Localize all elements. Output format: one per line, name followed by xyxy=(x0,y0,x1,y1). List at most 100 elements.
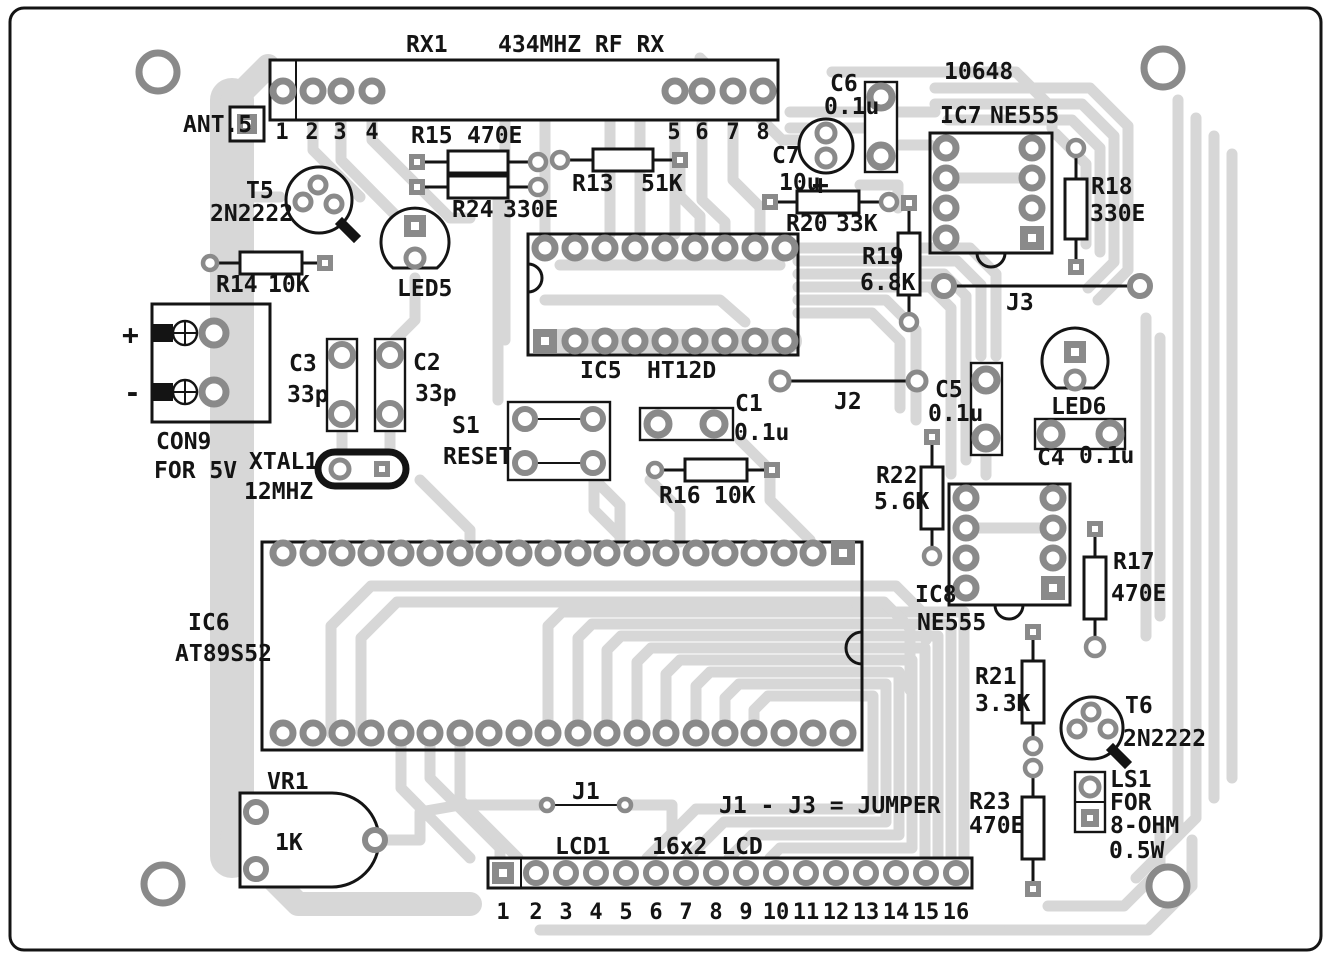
lcd1-pin-label: 15 xyxy=(913,900,940,925)
labels: RX1 434MHZ RF RX 1 2 3 4 5 6 7 8 ANT.5 R… xyxy=(122,32,1206,925)
ic5-value-label: HT12D xyxy=(647,358,716,384)
lcd1-ref-label: LCD1 xyxy=(555,834,610,860)
r14-ref-label: R14 xyxy=(216,272,258,298)
ic6-value-label: AT89S52 xyxy=(175,641,272,667)
c3-ref-label: C3 xyxy=(289,351,317,377)
antenna-pad xyxy=(228,105,266,143)
mounting-hole xyxy=(135,49,181,95)
s1-ref-label: S1 xyxy=(452,413,480,439)
lcd1-pin-label: 5 xyxy=(619,900,632,925)
r24-ref-label: R24 xyxy=(452,197,494,223)
ls1-line4-label: 0.5W xyxy=(1109,838,1165,864)
mounting-hole xyxy=(1145,863,1191,909)
resistor-r19 xyxy=(896,195,922,333)
jumper-j3 xyxy=(931,273,1153,299)
connector-con9 xyxy=(150,302,272,424)
r19-ref-label: R19 xyxy=(862,244,904,270)
lcd1-pin-label: 13 xyxy=(853,900,880,925)
lcd1-pin-label: 12 xyxy=(823,900,850,925)
switch-s1 xyxy=(506,400,612,482)
c1-ref-label: C1 xyxy=(735,391,763,417)
lcd1-pin-label: 6 xyxy=(649,900,662,925)
ic7-ref-label: IC7 xyxy=(940,103,982,129)
resistor-r18 xyxy=(1063,137,1089,275)
lcd1-pin-label: 8 xyxy=(709,900,722,925)
r15-value-label: 470E xyxy=(467,123,522,149)
r17-ref-label: R17 xyxy=(1113,549,1155,575)
lcd1-pin-label: 16 xyxy=(943,900,970,925)
t5-value-label: 2N2222 xyxy=(210,201,293,227)
c5-ref-label: C5 xyxy=(935,377,963,403)
vr1-value-label: 1K xyxy=(275,830,303,856)
resistor-r15 xyxy=(409,149,549,175)
ic5-ref-label: IC5 xyxy=(580,358,622,384)
lcd1-pin-label: 4 xyxy=(589,900,602,925)
lcd1-pin-label: 1 xyxy=(496,900,509,925)
crystal-xtal1 xyxy=(314,448,410,490)
rx1-ref-label: RX1 xyxy=(406,32,448,58)
c7-polarity-label: + xyxy=(812,168,829,201)
r21-value-label: 3.3K xyxy=(975,691,1031,717)
resistor-r16 xyxy=(645,457,780,483)
con9-ref-label: CON9 xyxy=(156,429,211,455)
capacitor-c6 xyxy=(863,80,899,174)
lcd1-pin-label: 9 xyxy=(739,900,752,925)
r22-value-label: 5.6K xyxy=(874,489,930,515)
c4-value-label: 0.1u xyxy=(1079,443,1134,469)
lcd1-pin-label: 11 xyxy=(793,900,820,925)
t6-value-label: 2N2222 xyxy=(1123,726,1206,752)
c7-ref-label: C7 xyxy=(772,143,800,169)
t6-ref-label: T6 xyxy=(1125,693,1153,719)
con9-minus-label: - xyxy=(124,376,141,409)
r18-value-label: 330E xyxy=(1090,201,1145,227)
j3-label: J3 xyxy=(1006,290,1034,316)
jumper-j1 xyxy=(538,796,634,814)
potentiometer-vr1 xyxy=(238,791,388,889)
resistor-r21 xyxy=(1020,624,1046,757)
capacitor-c1 xyxy=(638,406,735,442)
board-number-label: 10648 xyxy=(944,59,1013,85)
resistor-r13 xyxy=(549,147,688,173)
xtal1-ref-label: XTAL1 xyxy=(249,449,318,475)
c5-value-label: 0.1u xyxy=(928,401,983,427)
r23-value-label: 470E xyxy=(969,813,1024,839)
con9-value-label: FOR 5V xyxy=(154,458,237,484)
led6 xyxy=(1040,326,1110,392)
r21-ref-label: R21 xyxy=(975,664,1017,690)
resistor-r14 xyxy=(200,250,333,276)
resistor-r20 xyxy=(762,189,900,215)
rx1-pin-label: 1 xyxy=(275,120,288,145)
r16-value-label: 10K xyxy=(714,483,756,509)
capacitor-c7 xyxy=(797,117,855,175)
lcd1-desc-label: 16x2 LCD xyxy=(652,834,763,860)
c4-ref-label: C4 xyxy=(1037,445,1065,471)
board-outline xyxy=(8,6,1323,952)
ic6-at89s52 xyxy=(260,539,864,752)
led5 xyxy=(379,206,451,270)
r17-value-label: 470E xyxy=(1111,581,1166,607)
ic8-ne555 xyxy=(947,482,1072,621)
jumper-note-label: J1 - J3 = JUMPER xyxy=(719,793,941,819)
mounting-hole xyxy=(140,861,186,907)
lcd1-pin-label: 7 xyxy=(679,900,692,925)
r13-ref-label: R13 xyxy=(572,171,614,197)
rx1-pin-label: 7 xyxy=(726,120,739,145)
resistor-r22 xyxy=(919,429,945,567)
rx1-pin-label: 5 xyxy=(667,120,680,145)
c3-value-label: 33p xyxy=(287,382,329,408)
lcd1-pin-label: 2 xyxy=(529,900,542,925)
rx1-pin-label: 8 xyxy=(756,120,769,145)
rx1-desc-label: 434MHZ RF RX xyxy=(498,32,664,58)
r20-value-label: 33K xyxy=(836,211,878,237)
transistor-t6 xyxy=(1059,695,1133,770)
con9-plus-label: + xyxy=(122,318,139,351)
r18-ref-label: R18 xyxy=(1091,174,1133,200)
r20-ref-label: R20 xyxy=(786,211,828,237)
r19-value-label: 6.8K xyxy=(860,270,916,296)
r14-value-label: 10K xyxy=(268,272,310,298)
module-rx1 xyxy=(268,58,780,122)
ic8-value-label: NE555 xyxy=(917,610,986,636)
r22-ref-label: R22 xyxy=(876,463,918,489)
ic7-ne555 xyxy=(928,131,1054,269)
